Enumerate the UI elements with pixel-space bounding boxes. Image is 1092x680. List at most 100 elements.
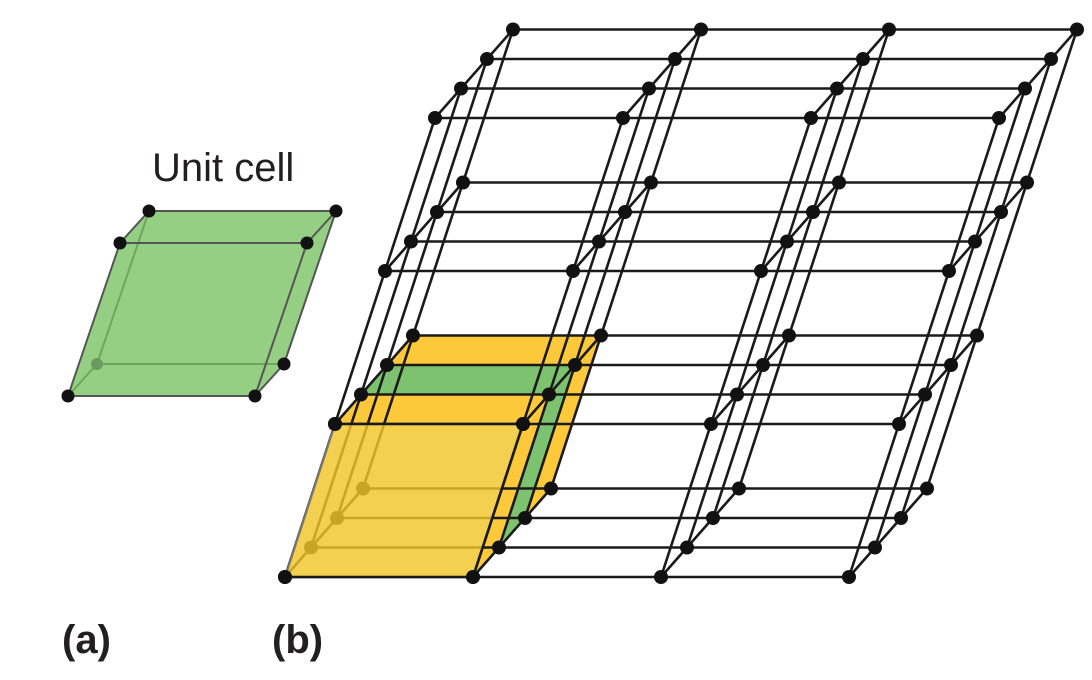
- lattice-line-c: [361, 29, 515, 489]
- unit-cell-body: [68, 211, 336, 396]
- lattice-line-b: [810, 28, 890, 119]
- lattice-point: [706, 511, 720, 525]
- unit-cell-edge: [306, 210, 337, 244]
- lattice-line-b: [572, 181, 652, 272]
- lattice-line-b: [710, 334, 790, 425]
- unit-cell-vertex: [300, 236, 314, 250]
- lattice-point: [544, 481, 558, 496]
- lattice-line-c: [873, 88, 1027, 548]
- lattice-point: [1020, 175, 1034, 190]
- lattice-line-c: [847, 117, 1001, 578]
- lattice-line-c: [685, 88, 839, 548]
- lattice-point: [1044, 52, 1058, 66]
- lattice-point: [592, 234, 606, 249]
- lattice-point: [278, 570, 292, 584]
- lattice-point: [378, 264, 392, 278]
- lattice-point: [380, 358, 394, 372]
- lattice-line-c: [899, 58, 1053, 519]
- lattice-point: [680, 540, 694, 555]
- front-face-edge: [471, 423, 525, 578]
- green-side-face: [499, 365, 575, 548]
- unit-cell-vertex: [277, 357, 291, 371]
- lattice-point: [1018, 81, 1032, 96]
- lattice-line-c: [549, 29, 703, 489]
- lattice-line-c: [497, 88, 651, 548]
- lattice-line-c: [711, 58, 865, 519]
- lattice-point: [918, 387, 932, 402]
- lattice-point: [354, 387, 368, 402]
- yellow-front-face: [285, 424, 523, 577]
- lattice-point: [806, 205, 820, 219]
- lattice-point: [830, 81, 844, 96]
- lattice-point: [456, 175, 470, 190]
- lattice-line-b: [760, 181, 840, 272]
- lattice-point: [518, 511, 532, 525]
- lattice-point: [944, 358, 958, 372]
- lattice-point: [616, 111, 630, 125]
- lattice-point: [942, 264, 956, 278]
- unit-cell-edge: [254, 242, 308, 397]
- lattice-lines: [278, 22, 1084, 584]
- unit-cell-hidden-vertex: [91, 358, 103, 370]
- lattice-line-b: [898, 334, 978, 425]
- lattice-line-b: [522, 334, 602, 425]
- lattice-point: [492, 540, 506, 555]
- panel-a-label: (a): [62, 618, 111, 662]
- lattice-point: [654, 570, 668, 584]
- lattice-point: [516, 417, 530, 431]
- unit-cell-edge: [254, 363, 285, 397]
- unit-cell-vertex: [329, 204, 343, 218]
- lattice-point: [920, 481, 934, 496]
- unit-cell-edge: [67, 242, 121, 397]
- lattice-point: [856, 52, 870, 66]
- lattice-point: [732, 481, 746, 496]
- lattice-line-b: [434, 28, 514, 119]
- lattice-point: [804, 111, 818, 125]
- lattice-point: [594, 328, 608, 343]
- lattice-point: [782, 328, 796, 343]
- lattice-point: [756, 358, 770, 372]
- lattice-point: [968, 234, 982, 249]
- lattice-line-b: [848, 487, 928, 578]
- lattice-point: [568, 358, 582, 372]
- lattice-point: [730, 387, 744, 402]
- lattice-point: [894, 511, 908, 525]
- lattice-point: [430, 205, 444, 219]
- lattice-point: [780, 234, 794, 249]
- lattice-point: [644, 175, 658, 190]
- lattice-line-c: [523, 58, 677, 519]
- lattice-line-b: [334, 334, 414, 425]
- green-top-face: [361, 365, 575, 395]
- lattice-point: [868, 540, 882, 555]
- lattice-point: [694, 22, 708, 37]
- lattice-point: [668, 52, 682, 66]
- lattice-point: [328, 417, 342, 431]
- lattice-point: [506, 22, 520, 37]
- highlighted-cell-faces: [335, 335, 601, 577]
- lattice-point: [882, 22, 896, 37]
- lattice-point: [994, 205, 1008, 219]
- unit-cell-vertex: [113, 236, 127, 250]
- lattice-line-b: [472, 487, 552, 578]
- lattice-point: [642, 81, 656, 96]
- lattice-point: [1070, 22, 1084, 37]
- lattice-point: [618, 205, 632, 219]
- unit-cell-vertex: [142, 204, 156, 218]
- lattice-line-b: [660, 487, 740, 578]
- lattice-point: [480, 52, 494, 66]
- front-face-edge: [284, 423, 336, 578]
- lattice-point: [992, 111, 1006, 125]
- lattice-point: [428, 111, 442, 125]
- lattice-point: [542, 387, 556, 402]
- highlighted-cell-front-face: [278, 417, 530, 584]
- lattice-point: [892, 417, 906, 431]
- lattice-point: [842, 570, 856, 584]
- lattice-point: [832, 175, 846, 190]
- unit-cell-label: Unit cell: [152, 146, 295, 190]
- lattice-line-c: [737, 29, 891, 489]
- unit-cell-edge: [283, 210, 337, 365]
- lattice-line-b: [998, 28, 1078, 119]
- unit-cell-edge: [119, 210, 150, 244]
- unit-cell-vertex: [248, 389, 262, 403]
